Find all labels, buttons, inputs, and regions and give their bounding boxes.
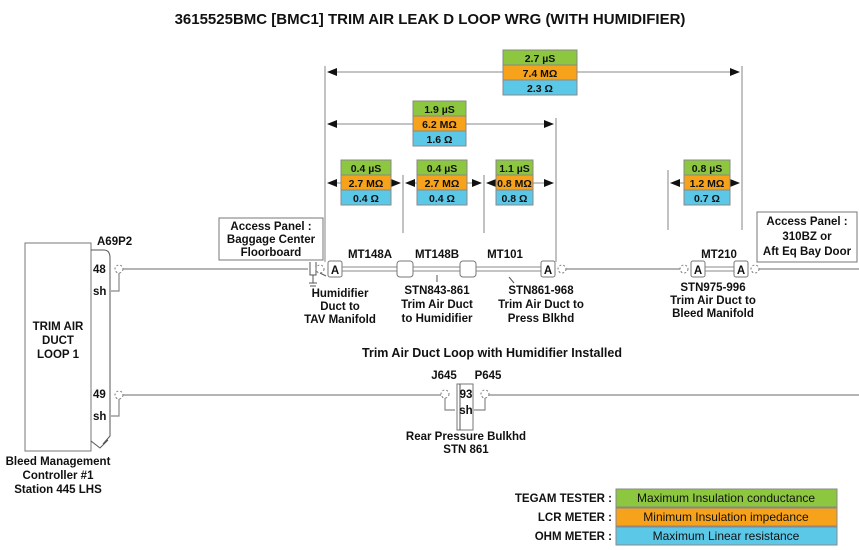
legend-swatch-conductance <box>615 488 838 508</box>
legend-device-tegam: TEGAM TESTER : <box>515 493 612 505</box>
svg-text:Press Blkhd: Press Blkhd <box>508 313 574 325</box>
svg-text:DUCT: DUCT <box>42 335 74 347</box>
measurement-mt210: 0.8 µS 1.2 MΩ 0.7 Ω <box>683 159 731 206</box>
legend-swatch-resistance <box>615 526 838 546</box>
svg-text:A: A <box>737 265 745 277</box>
pin-sh-2: sh <box>93 411 106 423</box>
impedance-value: 2.7 MΩ <box>425 178 460 190</box>
impedance-value: 2.7 MΩ <box>349 178 384 190</box>
conductance-value: 1.9 µS <box>424 104 455 116</box>
extension-lines <box>324 66 743 262</box>
controller-caption: Bleed Management <box>6 456 111 468</box>
bleed-management-controller: TRIM AIR DUCT LOOP 1 A69P2 48 sh 49 sh B… <box>6 236 133 496</box>
svg-text:A: A <box>544 265 552 277</box>
resistance-value: 0.4 Ω <box>353 193 379 205</box>
legend-text-resistance: Maximum Linear resistance <box>653 529 800 543</box>
legend: TEGAM TESTER : LCR METER : OHM METER : M… <box>515 488 838 546</box>
pin-93: 93 <box>460 389 473 401</box>
duct-mt148b: MT148B <box>415 249 459 261</box>
measurement-mt101: 1.1 µS 0.8 MΩ 0.8 Ω <box>495 159 534 206</box>
legend-swatch-impedance <box>615 507 838 527</box>
caption-humidifier: Humidifier Duct to TAV Manifold <box>304 288 376 326</box>
duct-mt148a: MT148A <box>348 249 392 261</box>
svg-text:TAV Manifold: TAV Manifold <box>304 314 376 326</box>
resistance-value: 2.3 Ω <box>527 83 553 95</box>
connector-p645: P645 <box>475 370 502 382</box>
pin-48: 48 <box>93 264 106 276</box>
conductance-value: 0.4 µS <box>427 163 458 175</box>
conductance-value: 0.4 µS <box>351 163 382 175</box>
resistance-cell <box>502 79 578 96</box>
diagram-title: 3615525BMC [BMC1] TRIM AIR LEAK D LOOP W… <box>175 11 686 28</box>
svg-text:Access Panel :: Access Panel : <box>766 216 847 228</box>
svg-text:Trim Air Duct to: Trim Air Duct to <box>670 295 756 307</box>
resistance-value: 1.6 Ω <box>427 134 453 146</box>
access-panel-right: Access Panel : 310BZ or Aft Eq Bay Door <box>756 211 858 263</box>
bulkhead-caption: Rear Pressure Bulkhd <box>406 431 526 443</box>
wire-upper: A A A A <box>111 260 859 292</box>
svg-text:Baggage Center: Baggage Center <box>227 234 316 246</box>
svg-text:STN 861: STN 861 <box>443 444 489 456</box>
svg-text:STN975-996: STN975-996 <box>680 282 745 294</box>
svg-text:TRIM AIR: TRIM AIR <box>33 321 84 333</box>
measurement-mt148b: 0.4 µS 2.7 MΩ 0.4 Ω <box>416 159 468 206</box>
conductance-value: 2.7 µS <box>525 53 556 65</box>
measurement-mt148a: 0.4 µS 2.7 MΩ 0.4 Ω <box>340 159 392 206</box>
measurement-overall: 2.7 µS 7.4 MΩ 2.3 Ω <box>502 49 578 96</box>
pin-sh: sh <box>459 405 472 417</box>
legend-device-lcr: LCR METER : <box>538 512 612 524</box>
svg-text:STN843-861: STN843-861 <box>404 285 470 297</box>
svg-text:STN861-968: STN861-968 <box>508 285 574 297</box>
svg-text:Trim Air Duct: Trim Air Duct <box>401 299 473 311</box>
pin-sh-1: sh <box>93 286 106 298</box>
impedance-value: 7.4 MΩ <box>523 68 558 80</box>
connector-j645: J645 <box>431 370 457 382</box>
svg-text:Humidifier: Humidifier <box>312 288 369 300</box>
impedance-value: 6.2 MΩ <box>422 119 457 131</box>
svg-text:to Humidifier: to Humidifier <box>402 313 473 325</box>
caption-stn861: STN861-968 Trim Air Duct to Press Blkhd <box>498 285 584 325</box>
conductance-value: 1.1 µS <box>499 163 530 175</box>
conductance-value: 0.8 µS <box>692 163 723 175</box>
svg-text:Floorboard: Floorboard <box>241 247 302 259</box>
svg-text:Duct to: Duct to <box>320 301 360 313</box>
svg-text:Controller #1: Controller #1 <box>23 470 95 482</box>
connector-a69p2: A69P2 <box>97 236 132 248</box>
measurement-humidifier-to-press-blkhd: 1.9 µS 6.2 MΩ 1.6 Ω <box>412 100 467 147</box>
svg-text:Bleed Manifold: Bleed Manifold <box>672 308 754 320</box>
caption-stn843: STN843-861 Trim Air Duct to Humidifier <box>401 285 473 325</box>
svg-text:A: A <box>694 265 702 277</box>
impedance-value: 1.2 MΩ <box>690 178 725 190</box>
sensor-tag: A <box>331 265 339 277</box>
pin-49: 49 <box>93 389 106 401</box>
svg-text:Aft Eq Bay Door: Aft Eq Bay Door <box>763 246 852 258</box>
impedance-value: 0.8 MΩ <box>497 178 532 190</box>
duct-mt210: MT210 <box>701 249 737 261</box>
svg-text:Access Panel :: Access Panel : <box>230 221 311 233</box>
resistance-value: 0.4 Ω <box>429 193 455 205</box>
svg-text:310BZ or: 310BZ or <box>782 231 832 243</box>
svg-text:Trim Air Duct to: Trim Air Duct to <box>498 299 584 311</box>
legend-text-conductance: Maximum Insulation conductance <box>637 491 815 505</box>
resistance-value: 0.8 Ω <box>502 193 528 205</box>
access-panel-left: Access Panel : Baggage Center Floorboard <box>218 217 324 261</box>
legend-device-ohm: OHM METER : <box>535 531 612 543</box>
svg-text:Station 445 LHS: Station 445 LHS <box>14 484 102 496</box>
wire-lower <box>111 383 859 431</box>
duct-mt101: MT101 <box>487 249 523 261</box>
svg-text:LOOP 1: LOOP 1 <box>37 349 80 361</box>
legend-text-impedance: Minimum Insulation impedance <box>643 510 809 524</box>
loop-caption: Trim Air Duct Loop with Humidifier Insta… <box>362 346 622 360</box>
resistance-value: 0.7 Ω <box>694 193 720 205</box>
caption-stn975: STN975-996 Trim Air Duct to Bleed Manifo… <box>670 282 756 320</box>
bulkhead-connector: J645 P645 93 sh Rear Pressure Bulkhd STN… <box>406 370 526 456</box>
